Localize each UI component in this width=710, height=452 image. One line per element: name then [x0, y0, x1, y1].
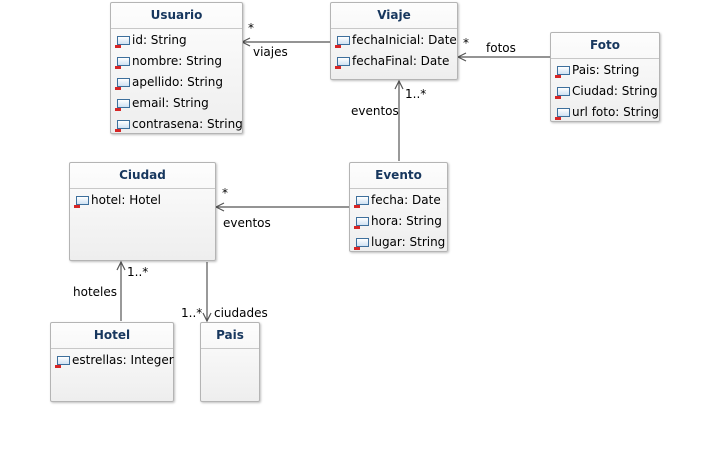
field-icon: [115, 120, 130, 132]
field-icon: [115, 57, 130, 69]
attribute-row[interactable]: apellido: String: [111, 72, 242, 93]
attribute-label: Ciudad: String: [572, 84, 658, 98]
attribute-row[interactable]: id: String: [111, 30, 242, 51]
class-evento-name: Evento: [350, 163, 447, 189]
attribute-row[interactable]: lugar: String: [350, 232, 447, 253]
role-label: fotos: [486, 41, 516, 55]
attribute-row[interactable]: fecha: Date: [350, 190, 447, 211]
class-foto-name: Foto: [551, 33, 659, 59]
class-pais-name: Pais: [201, 323, 259, 349]
attribute-row[interactable]: fechaInicial: Date: [331, 30, 457, 51]
multiplicity-label: 1..*: [405, 87, 427, 101]
attribute-label: lugar: String: [371, 235, 446, 249]
attribute-row[interactable]: Pais: String: [551, 60, 659, 81]
field-icon: [335, 36, 350, 48]
class-ciudad-name: Ciudad: [70, 163, 215, 189]
multiplicity-label: *: [463, 36, 469, 50]
field-icon: [115, 36, 130, 48]
attribute-label: hora: String: [371, 214, 442, 228]
class-evento[interactable]: Evento fecha: Date hora: String lugar: S…: [349, 162, 448, 252]
attribute-label: nombre: String: [132, 54, 222, 68]
class-viaje-name: Viaje: [331, 3, 457, 29]
attribute-label: fecha: Date: [371, 193, 441, 207]
attribute-row[interactable]: fechaFinal: Date: [331, 51, 457, 72]
field-icon: [335, 57, 350, 69]
role-label: viajes: [253, 45, 288, 59]
attribute-row[interactable]: contrasena: String: [111, 114, 243, 135]
field-icon: [55, 356, 70, 368]
multiplicity-label: 1..*: [127, 265, 149, 279]
role-label: hoteles: [73, 285, 118, 299]
multiplicity-label: 1..*: [181, 306, 203, 320]
attribute-label: id: String: [132, 33, 187, 47]
field-icon: [555, 87, 570, 99]
class-hotel[interactable]: Hotel estrellas: Integer: [50, 322, 174, 402]
class-pais[interactable]: Pais: [200, 322, 260, 402]
field-icon: [74, 196, 89, 208]
field-icon: [555, 66, 570, 78]
attribute-row[interactable]: nombre: String: [111, 51, 242, 72]
attribute-row[interactable]: hotel: Hotel: [70, 190, 215, 211]
class-usuario-name: Usuario: [111, 3, 242, 29]
role-label: eventos: [351, 104, 399, 118]
field-icon: [115, 78, 130, 90]
multiplicity-label: *: [222, 186, 228, 200]
attribute-label: apellido: String: [132, 75, 223, 89]
attribute-row[interactable]: email: String: [111, 93, 242, 114]
attribute-label: fechaFinal: Date: [352, 54, 450, 68]
field-icon: [354, 196, 369, 208]
class-viaje[interactable]: Viaje fechaInicial: Date fechaFinal: Dat…: [330, 2, 458, 80]
class-foto[interactable]: Foto Pais: String Ciudad: String url fot…: [550, 32, 660, 122]
attribute-row[interactable]: Ciudad: String: [551, 81, 659, 102]
role-label: eventos: [223, 216, 271, 230]
attribute-label: contrasena: String: [132, 117, 243, 131]
attribute-label: hotel: Hotel: [91, 193, 162, 207]
attribute-label: email: String: [132, 96, 209, 110]
field-icon: [354, 217, 369, 229]
attribute-label: url foto: String: [572, 105, 659, 119]
attribute-row[interactable]: url foto: String: [551, 102, 659, 123]
attribute-row[interactable]: hora: String: [350, 211, 447, 232]
field-icon: [354, 238, 369, 250]
field-icon: [555, 108, 570, 120]
attribute-label: Pais: String: [572, 63, 640, 77]
role-label: ciudades: [214, 306, 268, 320]
attribute-label: fechaInicial: Date: [352, 33, 457, 47]
field-icon: [115, 99, 130, 111]
class-hotel-name: Hotel: [51, 323, 173, 349]
class-ciudad[interactable]: Ciudad hotel: Hotel: [69, 162, 216, 261]
attribute-label: estrellas: Integer: [72, 353, 174, 367]
class-usuario[interactable]: Usuario id: String nombre: String apelli…: [110, 2, 243, 134]
multiplicity-label: *: [248, 21, 254, 35]
attribute-row[interactable]: estrellas: Integer: [51, 350, 174, 371]
